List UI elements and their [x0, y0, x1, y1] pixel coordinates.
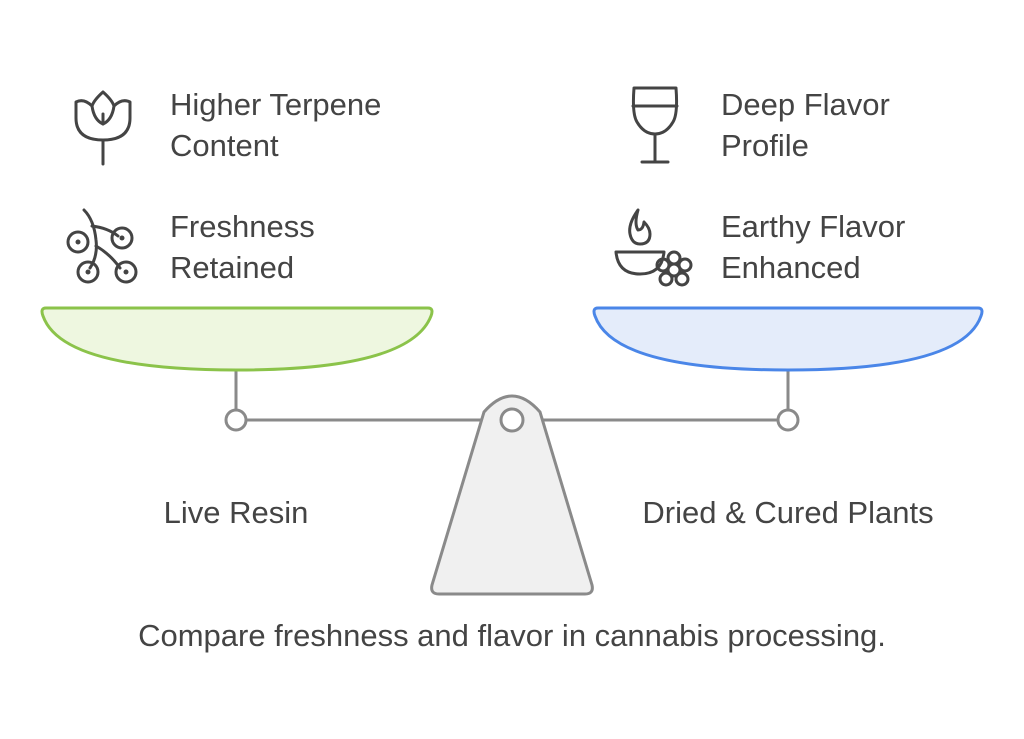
wine-glass-icon: [631, 86, 679, 164]
fulcrum-pivot: [499, 407, 525, 433]
left-pivot-joint: [224, 408, 248, 432]
feature-label-higher-terpene-content: Higher Terpene Content: [170, 87, 382, 163]
feature-label-deep-flavor-profile: Deep Flavor Profile: [721, 87, 890, 163]
fulcrum-stand: [430, 394, 594, 596]
berries-icon: [66, 208, 138, 284]
right-scale-pan: [592, 306, 984, 372]
right-pivot-joint: [776, 408, 800, 432]
rose-icon: [74, 90, 132, 166]
feature-label-earthy-flavor-enhanced: Earthy Flavor Enhanced: [721, 209, 906, 285]
left-side-label: Live Resin: [163, 495, 309, 530]
right-side-label: Dried & Cured Plants: [642, 495, 934, 530]
feature-label-freshness-retained: Freshness Retained: [170, 209, 315, 285]
flame-bowl-flower-icon: [614, 208, 693, 287]
diagram-caption: Compare freshness and flavor in cannabis…: [138, 618, 886, 653]
left-scale-pan: [40, 306, 434, 372]
